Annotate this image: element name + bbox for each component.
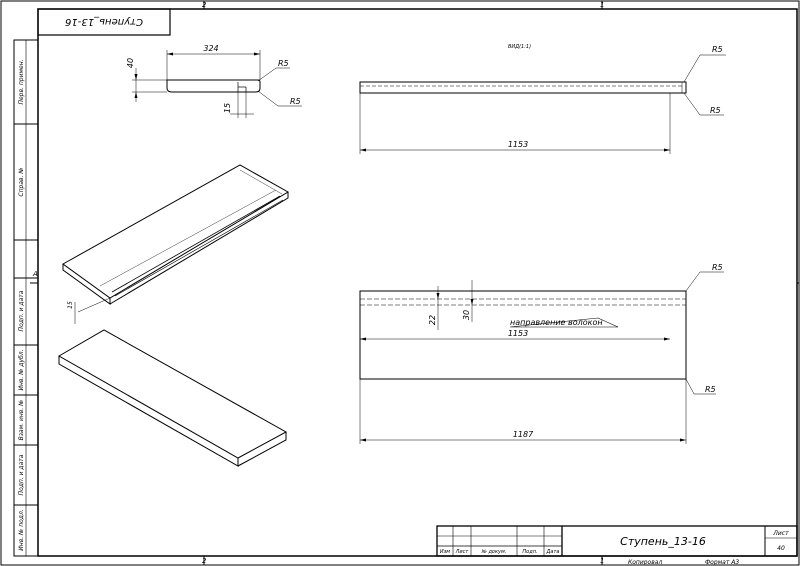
rotated-designation: Ступень_13-16 bbox=[65, 16, 143, 27]
note-view: ВИД(1:1) bbox=[508, 44, 531, 50]
stamp-orig-inv: Инв. № подл. bbox=[18, 509, 25, 550]
tb-sheet-number: 40 bbox=[777, 545, 785, 552]
isometric-view-top: 15 bbox=[62, 164, 289, 324]
zone-top-left: 2 bbox=[202, 1, 207, 9]
tb-col-sheet: Лист bbox=[455, 549, 470, 555]
tb-sheet-label: Лист bbox=[772, 530, 789, 537]
stamp-first-use: Перв. примен. bbox=[18, 59, 25, 104]
stamp-sign-date-1: Подп. и дата bbox=[18, 290, 25, 331]
dim-section-width: 324 bbox=[203, 44, 218, 53]
tb-title: Ступень_13-16 bbox=[620, 535, 706, 548]
stamp-sign-date-2: Подп. и дата bbox=[18, 454, 25, 495]
zone-bottom-left: 2 bbox=[202, 557, 207, 565]
dim-section-rebate: 15 bbox=[223, 103, 232, 113]
tb-format: Формат А3 bbox=[705, 559, 739, 566]
title-block: Изм Лист № докум. Подп. Дата Ступень_13-… bbox=[436, 525, 798, 566]
top-view: ВИД(1:1) 1153 R5 R5 bbox=[359, 44, 726, 154]
radius-section-bottom: R5 bbox=[290, 97, 301, 106]
zone-bottom-right: 1 bbox=[600, 557, 604, 565]
section-view: 324 40 15 R5 R5 bbox=[126, 44, 302, 118]
tb-col-sign: Подп. bbox=[522, 549, 537, 555]
grain-direction-arrow bbox=[509, 317, 619, 328]
radius-top-lower: R5 bbox=[710, 106, 721, 115]
radius-section-top: R5 bbox=[278, 59, 289, 68]
side-stamp: Перв. примен. Справ. № Подп. и дата Инв.… bbox=[13, 39, 39, 557]
drawing-frame bbox=[37, 8, 798, 557]
zone-top-right: 1 bbox=[600, 1, 604, 9]
dim-groove-22: 22 bbox=[428, 315, 437, 325]
dim-section-height: 40 bbox=[126, 58, 135, 68]
radius-front-lower: R5 bbox=[705, 385, 716, 394]
stamp-repl-inv: Взам. инв. № bbox=[18, 400, 25, 441]
dim-top-length: 1153 bbox=[508, 140, 528, 149]
tb-col-change: Изм bbox=[440, 549, 450, 555]
radius-front-upper: R5 bbox=[712, 263, 723, 272]
stamp-dup-inv: Инв. № дубл. bbox=[18, 349, 25, 390]
designation-box bbox=[37, 8, 171, 36]
dim-front-inner: 1153 bbox=[508, 329, 528, 338]
front-view: 22 30 направление волокон 1153 1187 R5 R… bbox=[359, 263, 724, 444]
dim-iso-thickness: 15 bbox=[67, 301, 74, 309]
zone-side: A bbox=[32, 270, 38, 278]
dim-groove-30: 30 bbox=[462, 310, 471, 320]
isometric-view-bottom bbox=[57, 329, 288, 467]
stamp-ref-number: Справ. № bbox=[18, 167, 25, 196]
tb-copied: Копировал bbox=[628, 559, 662, 566]
dim-front-total: 1187 bbox=[513, 430, 534, 439]
tb-col-date: Дата bbox=[546, 549, 560, 555]
tb-col-doc: № докум. bbox=[481, 549, 507, 555]
radius-top-upper: R5 bbox=[712, 45, 723, 54]
